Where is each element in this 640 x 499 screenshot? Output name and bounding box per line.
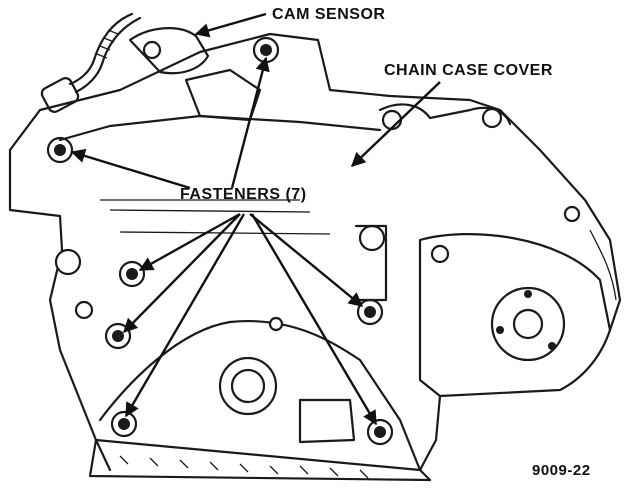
chain-case-cover-leader <box>350 81 441 167</box>
chain-case-cover-label: CHAIN CASE COVER <box>384 62 553 79</box>
leader-lines <box>70 12 441 426</box>
fastener-4 <box>104 322 132 350</box>
figure-number: 9009-22 <box>532 462 591 479</box>
fasteners-label: FASTENERS (7) <box>180 186 307 203</box>
oil-pump <box>74 300 432 482</box>
chain-case-cover <box>8 32 622 472</box>
cam-sensor-leader <box>194 12 267 38</box>
fastener-3 <box>118 260 146 288</box>
fastener-6 <box>110 410 138 438</box>
cam-sensor-label: CAM SENSOR <box>272 6 386 23</box>
fastener-bolts <box>46 36 394 446</box>
fastener-5 <box>356 298 384 326</box>
cam-sensor <box>40 12 210 113</box>
fastener-7 <box>366 418 394 446</box>
